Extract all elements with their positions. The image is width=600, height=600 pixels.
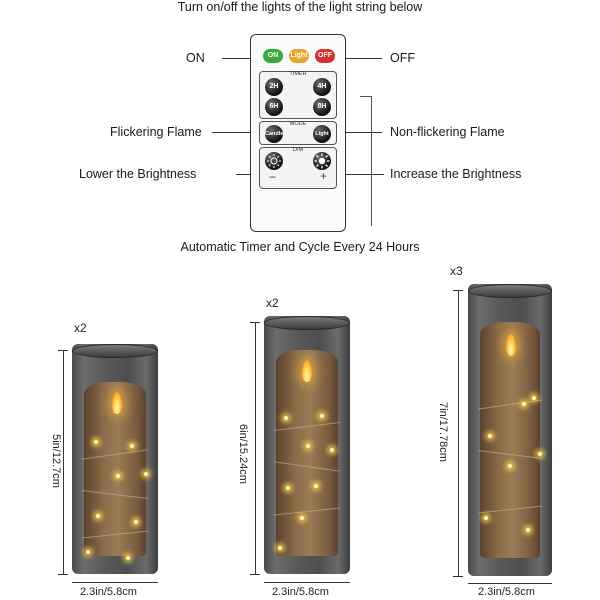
- candle-2-wax: [276, 350, 338, 556]
- led: [134, 520, 138, 524]
- mode-light-button: Light: [313, 125, 331, 143]
- candle-3-flame-icon: [506, 334, 516, 356]
- candle-3-quantity: x3: [450, 264, 463, 278]
- nonflicker-leader-line: [346, 132, 382, 133]
- candle-2-rim: [264, 316, 350, 330]
- led: [532, 396, 536, 400]
- led: [484, 516, 488, 520]
- candle-1-width-label: 2.3in/5.8cm: [80, 586, 137, 598]
- led: [126, 556, 130, 560]
- candle-1-height-line: [63, 350, 64, 574]
- led: [320, 414, 324, 418]
- candle-1-rim: [72, 344, 158, 358]
- label-increase-brightness: Increase the Brightness: [390, 167, 522, 181]
- candle-2-width-line: [264, 582, 350, 583]
- remote-on-button: ON: [263, 49, 283, 63]
- remote-off-button: OFF: [315, 49, 335, 63]
- candle-3-height-label: 7in/17.78cm: [437, 402, 449, 462]
- flicker-leader-line: [212, 132, 250, 133]
- dim-minus-sign: −: [269, 170, 277, 184]
- candle-3-wax: [479, 322, 541, 558]
- led: [130, 444, 134, 448]
- remote-edge-mark: [371, 96, 372, 226]
- label-on: ON: [186, 51, 205, 65]
- candle-2-width-label: 2.3in/5.8cm: [272, 586, 329, 598]
- candle-3: [468, 284, 552, 576]
- candle-2-height-cap: [250, 574, 260, 575]
- timer-label: TIMER: [289, 71, 307, 77]
- mode-label: MODE: [289, 121, 307, 127]
- remote-dim-group: DIM − +: [259, 147, 337, 189]
- led: [96, 514, 100, 518]
- label-flickering-flame: Flickering Flame: [110, 125, 202, 139]
- timer-2h-button: 2H: [265, 78, 283, 96]
- candle-3-width-line: [468, 583, 552, 584]
- led: [144, 472, 148, 476]
- candle-2: [264, 316, 350, 574]
- label-lower-brightness: Lower the Brightness: [79, 167, 197, 181]
- remote-control: ON Light OFF TIMER 2H 4H 6H 8H MODE Cand…: [250, 34, 346, 232]
- lower-leader-line: [236, 174, 250, 175]
- dim-plus-sign: +: [319, 169, 327, 183]
- increase-leader-line: [346, 174, 384, 175]
- candle-1-flame-icon: [112, 392, 122, 414]
- dim-down-sun-icon: [265, 152, 283, 170]
- timer-8h-button: 8H: [313, 98, 331, 116]
- candle-3-rim: [468, 284, 552, 298]
- remote-mode-group: MODE Candle Light: [259, 121, 337, 145]
- led: [526, 528, 530, 532]
- candle-3-height-line: [458, 290, 459, 576]
- remote-timer-group: TIMER 2H 4H 6H 8H: [259, 71, 337, 119]
- dim-label: DIM: [292, 147, 304, 153]
- candle-1-width-line: [72, 582, 158, 583]
- candle-3-height-cap: [453, 576, 463, 577]
- led: [314, 484, 318, 488]
- candle-3-height-cap: [453, 290, 463, 291]
- candle-1-height-cap: [58, 574, 68, 575]
- candle-1-height-label: 5in/12.7cm: [50, 434, 62, 488]
- led: [284, 416, 288, 420]
- candle-1-quantity: x2: [74, 321, 87, 335]
- off-leader-line: [346, 58, 382, 59]
- candle-1-height-cap: [58, 350, 68, 351]
- timer-6h-button: 6H: [265, 98, 283, 116]
- led: [300, 516, 304, 520]
- candle-2-height-cap: [250, 322, 260, 323]
- led: [522, 402, 526, 406]
- led: [94, 440, 98, 444]
- led: [286, 486, 290, 490]
- led: [488, 434, 492, 438]
- candle-3-width-label: 2.3in/5.8cm: [478, 586, 535, 598]
- led: [538, 452, 542, 456]
- remote-edge-mark-top: [360, 96, 372, 97]
- candle-1: [72, 344, 158, 574]
- label-off: OFF: [390, 51, 415, 65]
- remote-light-button: Light: [289, 49, 309, 63]
- on-leader-line: [222, 58, 250, 59]
- dim-up-sun-icon: [313, 152, 331, 170]
- led: [306, 444, 310, 448]
- led: [278, 546, 282, 550]
- led: [116, 474, 120, 478]
- candle-2-quantity: x2: [266, 296, 279, 310]
- top-caption: Turn on/off the lights of the light stri…: [177, 0, 423, 14]
- led: [86, 550, 90, 554]
- led: [330, 448, 334, 452]
- candle-2-flame-icon: [302, 360, 312, 382]
- led: [508, 464, 512, 468]
- timer-4h-button: 4H: [313, 78, 331, 96]
- label-non-flickering-flame: Non-flickering Flame: [390, 125, 505, 139]
- candle-2-height-label: 6in/15.24cm: [237, 424, 249, 484]
- mode-candle-button: Candle: [265, 125, 283, 143]
- timer-caption: Automatic Timer and Cycle Every 24 Hours: [180, 240, 420, 254]
- candle-2-height-line: [255, 322, 256, 574]
